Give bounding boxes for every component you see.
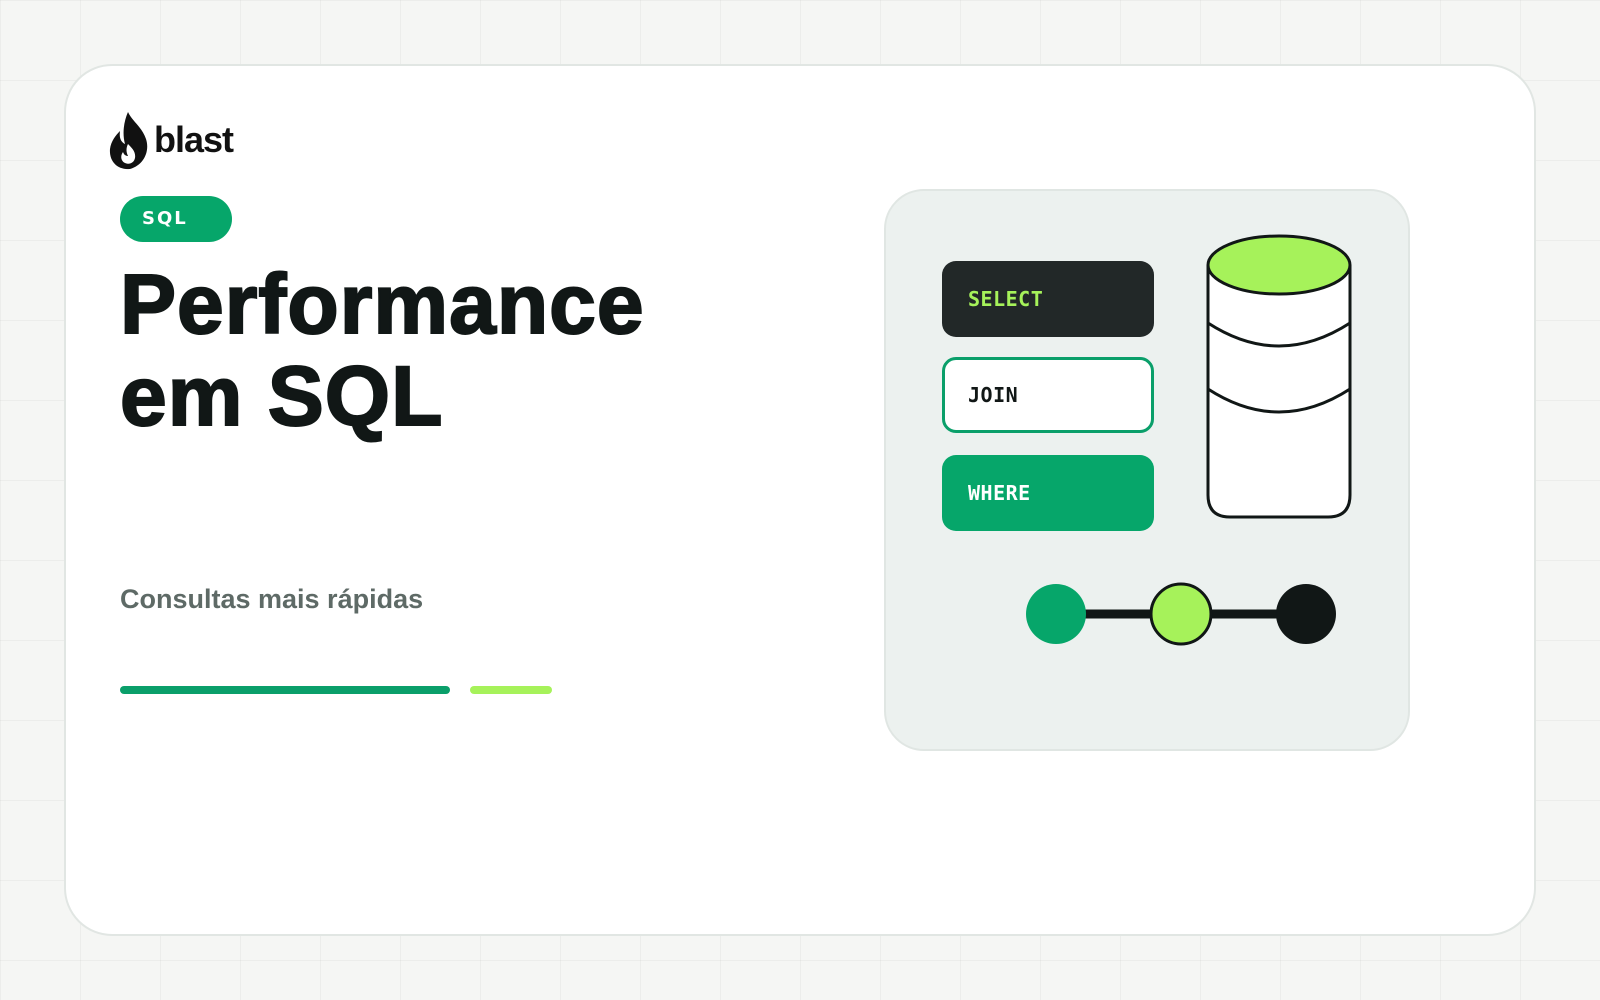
connected-nodes-icon xyxy=(1026,582,1336,646)
cover-card: blast SQL Performance em SQL Consultas m… xyxy=(64,64,1536,936)
subtitle: Consultas mais rápidas xyxy=(120,584,424,614)
headline-line-2: em SQL xyxy=(119,349,444,443)
headline-line-1: Performance xyxy=(119,257,645,351)
keyword-where-block: WHERE xyxy=(942,455,1154,531)
database-icon xyxy=(1206,234,1352,519)
accent-bar-long xyxy=(120,686,450,694)
brand-name: blast xyxy=(154,119,234,160)
keyword-select-block: SELECT xyxy=(942,261,1154,337)
illustration-panel: SELECT JOIN WHERE xyxy=(884,189,1410,751)
headline: Performance em SQL xyxy=(119,257,840,443)
brand-logo: blast xyxy=(108,111,234,171)
keyword-join-block: JOIN xyxy=(942,357,1154,433)
accent-bar-short xyxy=(470,686,552,694)
category-tag: SQL xyxy=(120,196,232,242)
flame-icon xyxy=(109,112,148,170)
